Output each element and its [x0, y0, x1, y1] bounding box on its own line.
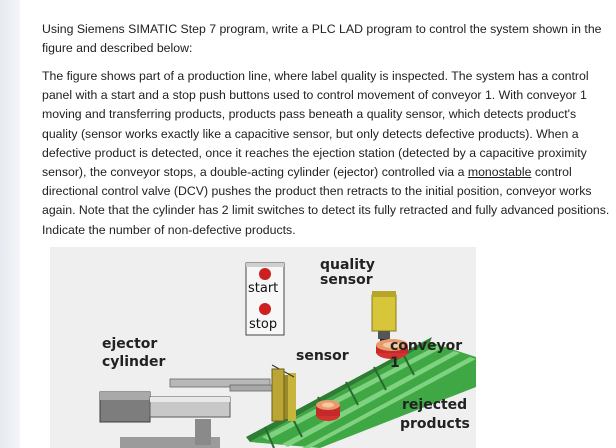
question-description: The figure shows part of a production li… [42, 67, 614, 240]
product-on-conveyor [376, 339, 408, 359]
description-underlined-term: monostable [467, 165, 532, 180]
production-line-illustration [99, 262, 476, 448]
ejector-cylinder-device [99, 368, 285, 448]
conveyor-label: conveyor 1 [390, 338, 463, 371]
description-part-a: The figure shows part of a production li… [42, 69, 589, 180]
quality-sensor-label-line2: sensor [320, 272, 373, 288]
ejector-label-line1: ejector [102, 336, 158, 352]
stop-button-icon[interactable] [259, 303, 271, 315]
start-button-label: start [248, 281, 279, 296]
quality-sensor-label-line1: quality [320, 257, 375, 273]
question-card: Using Siemens SIMATIC Step 7 program, wr… [20, 0, 616, 448]
defective-product [316, 400, 340, 421]
rejected-label-line2: products [400, 416, 470, 432]
page-left-gutter [0, 0, 20, 448]
start-button-icon[interactable] [259, 268, 271, 280]
quality-sensor-device [371, 291, 397, 343]
ejector-label-line2: cylinder [102, 354, 166, 370]
rejected-label-line1: rejected [402, 397, 468, 413]
stop-button-label: stop [249, 317, 278, 332]
description-part-b: control directional control valve (DCV) … [42, 165, 610, 237]
production-line-figure: start stop quality sensor ejector cylind… [50, 247, 476, 448]
question-intro: Using Siemens SIMATIC Step 7 program, wr… [42, 22, 602, 56]
sensor-label: sensor [296, 348, 349, 364]
